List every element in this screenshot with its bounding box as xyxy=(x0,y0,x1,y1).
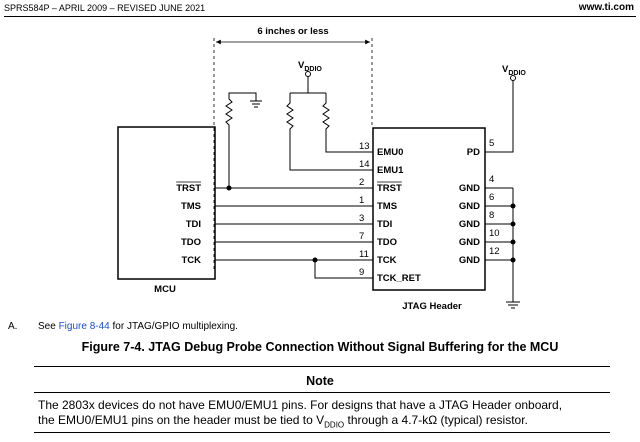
note-title: Note xyxy=(306,374,334,388)
jtag-pin-number-10: 10 xyxy=(489,228,500,239)
mcu-block xyxy=(117,126,216,280)
jtag-pin-trst: TRST xyxy=(377,183,402,194)
site-link[interactable]: www.ti.com xyxy=(578,2,634,13)
mcu-pin-tck: TCK xyxy=(181,255,201,266)
jtag-schematic: 6 inches or less MCU JTAG Header TRST TMS… xyxy=(117,26,526,312)
jtag-pin-number-11: 11 xyxy=(359,249,369,260)
junction-tck xyxy=(312,257,318,263)
wire-pd-vddio xyxy=(485,78,514,153)
jtag-pin-tms: TMS xyxy=(377,201,397,212)
jtag-pin-number-14: 14 xyxy=(359,159,370,170)
jtag-pin-gnd-4: GND xyxy=(459,183,480,194)
jtag-pin-number-12: 12 xyxy=(489,246,500,257)
jtag-pin-emu0: EMU0 xyxy=(377,147,403,158)
jtag-pin-gnd-8: GND xyxy=(459,219,480,230)
jtag-pin-gnd-6: GND xyxy=(459,201,480,212)
jtag-pin-number-4: 4 xyxy=(489,174,494,185)
junction-gnd-10 xyxy=(510,239,516,245)
mcu-pin-trst: TRST xyxy=(176,183,201,194)
note-body: The 2803x devices do not have EMU0/EMU1 … xyxy=(38,398,610,432)
trst-pulldown-resistor xyxy=(225,92,257,188)
junction-gnd-8 xyxy=(510,221,516,227)
vddio-node-pd xyxy=(510,75,516,81)
junction-gnd-12 xyxy=(510,257,516,263)
jtag-pin-number-5: 5 xyxy=(489,138,494,149)
mcu-pin-tdi: TDI xyxy=(186,219,201,230)
vddio-label-pd: VDDIO xyxy=(502,64,526,77)
jtag-pin-number-9: 9 xyxy=(359,267,364,278)
mcu-label: MCU xyxy=(154,284,176,295)
document-reference: SPRS584P – APRIL 2009 – REVISED JUNE 202… xyxy=(4,3,206,13)
note-bottom-rule xyxy=(34,432,610,433)
junction-gnd-6 xyxy=(510,203,516,209)
note-line-1: The 2803x devices do not have EMU0/EMU1 … xyxy=(38,398,563,412)
ground-symbol-header xyxy=(506,301,520,309)
footnote-suffix: for JTAG/GPIO multiplexing. xyxy=(112,321,238,332)
jtag-header-label: JTAG Header xyxy=(402,301,462,312)
mcu-pin-tdo: TDO xyxy=(181,237,201,248)
dimension-label: 6 inches or less xyxy=(257,26,328,37)
mcu-pin-tms: TMS xyxy=(181,201,201,212)
footnote-prefix: See xyxy=(38,321,56,332)
emu0-pullup-resistor xyxy=(322,93,373,153)
jtag-pin-number-13: 13 xyxy=(359,141,370,152)
footnote-letter: A. xyxy=(8,321,18,332)
jtag-pin-number-6: 6 xyxy=(489,192,494,203)
jtag-pin-tdo: TDO xyxy=(377,237,397,248)
jtag-pin-pd-5: PD xyxy=(467,147,480,158)
note-top-rule xyxy=(34,366,610,367)
note-line-2: the EMU0/EMU1 pins on the header must be… xyxy=(38,413,528,430)
wire-tck-return xyxy=(314,260,373,279)
jtag-pin-emu1: EMU1 xyxy=(377,165,404,176)
note-mid-rule xyxy=(34,392,610,393)
jtag-pin-number-7: 7 xyxy=(359,231,364,242)
figure-caption: Figure 7-4. JTAG Debug Probe Connection … xyxy=(81,340,559,354)
jtag-pin-gnd-10: GND xyxy=(459,237,480,248)
jtag-pin-gnd-12: GND xyxy=(459,255,480,266)
emu1-pullup-resistor xyxy=(286,93,373,171)
jtag-pin-tck_ret: TCK_RET xyxy=(377,273,421,284)
header-rule xyxy=(4,16,636,17)
jtag-pin-tck: TCK xyxy=(377,255,397,266)
jtag-pin-number-2: 2 xyxy=(359,177,364,188)
vddio-label-emu: VDDIO xyxy=(298,60,322,73)
jtag-pin-number-8: 8 xyxy=(489,210,494,221)
figure-link[interactable]: Figure 8-44 xyxy=(58,321,110,332)
jtag-pin-number-3: 3 xyxy=(359,213,364,224)
jtag-pin-tdi: TDI xyxy=(377,219,392,230)
jtag-header-block xyxy=(372,127,486,291)
ground-symbol-trst xyxy=(250,100,262,108)
footnote: A. See Figure 8-44 for JTAG/GPIO multiple… xyxy=(8,321,238,332)
mcu-pin-labels: TRST TMS TDI TDO TCK xyxy=(176,181,201,266)
vddio-node-emu xyxy=(305,71,311,77)
jtag-pin-number-1: 1 xyxy=(359,195,364,206)
